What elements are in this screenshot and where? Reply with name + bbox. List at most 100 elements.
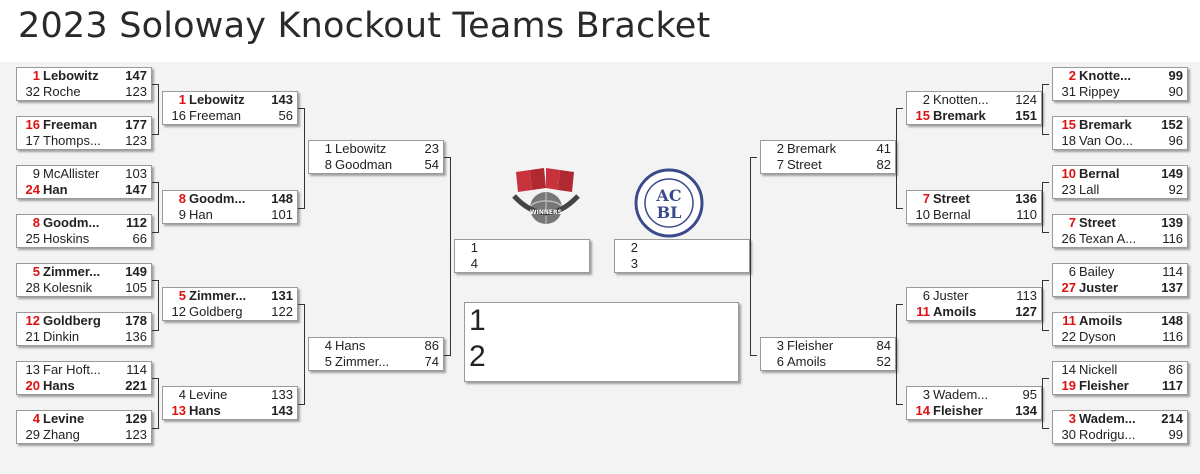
team-score: 103 <box>125 166 147 181</box>
team-seed: 2 <box>776 141 784 156</box>
team-score: 151 <box>1015 108 1037 123</box>
team-name: Levine <box>43 411 85 426</box>
team-score: 92 <box>1168 182 1183 197</box>
team-row[interactable]: 4 <box>455 256 589 272</box>
team-name: Amoils <box>1079 313 1123 328</box>
team-name: Street <box>933 191 970 206</box>
team-score: 86 <box>424 338 439 353</box>
svg-text:WINNERS: WINNERS <box>530 209 562 216</box>
team-row[interactable]: 3 <box>615 256 749 272</box>
team-row[interactable]: 1 <box>455 240 589 256</box>
team-row[interactable]: 2 <box>615 240 749 256</box>
